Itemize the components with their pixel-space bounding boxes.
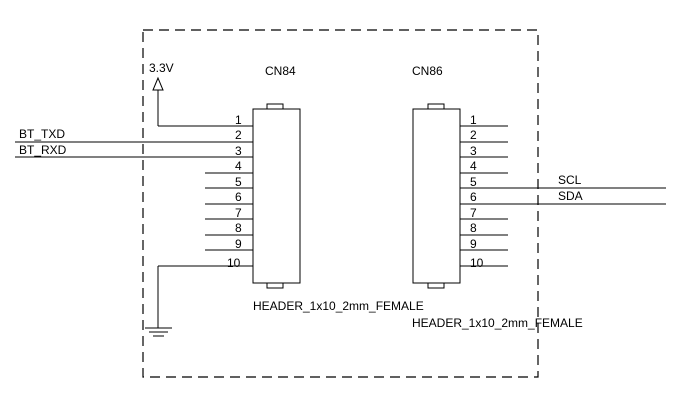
cn86-part-name: HEADER_1x10_2mm_FEMALE	[412, 316, 583, 330]
cn84-pin-5: 5	[235, 175, 242, 189]
cn84-pin-10: 10	[227, 256, 241, 270]
net-sda: SDA	[460, 189, 666, 205]
cn86-pin-9: 9	[470, 237, 477, 251]
cn86-pin-2: 2	[470, 128, 477, 142]
net-scl: SCL	[460, 173, 666, 189]
cn86-pin-6: 6	[470, 190, 477, 204]
connector-cn84: CN84 1 2 3 4 5 6 7 8 9 10 HEADER_1x10_2m…	[205, 64, 424, 313]
power-label: 3.3V	[149, 61, 174, 75]
cn86-body	[412, 108, 461, 284]
net-label-scl: SCL	[558, 173, 582, 187]
cn84-pin-7: 7	[235, 206, 242, 220]
cn86-pin-10: 10	[470, 256, 484, 270]
cn84-pin-3: 3	[235, 144, 242, 158]
cn84-pin-6: 6	[235, 190, 242, 204]
cn84-part-name: HEADER_1x10_2mm_FEMALE	[253, 299, 424, 313]
ground-symbol	[145, 265, 253, 337]
net-label-bt-rxd: BT_RXD	[19, 143, 67, 157]
cn84-pin-9: 9	[235, 237, 242, 251]
cn86-pin-7: 7	[470, 206, 477, 220]
cn86-key-bottom	[427, 282, 445, 289]
cn86-key-top	[427, 103, 445, 110]
net-label-bt-txd: BT_TXD	[19, 127, 65, 141]
cn86-pin-4: 4	[470, 159, 477, 173]
cn86-pin-5: 5	[470, 175, 477, 189]
cn86-pin-8: 8	[470, 221, 477, 235]
cn86-pin-3: 3	[470, 144, 477, 158]
cn84-body	[252, 108, 301, 284]
connector-cn86: CN86 1 2 3 4 5 6 7 8 9 10 HEADER_1x10_2m…	[412, 64, 583, 330]
cn84-pin-8: 8	[235, 221, 242, 235]
cn84-pin-2: 2	[235, 128, 242, 142]
cn84-reference: CN84	[265, 64, 296, 78]
cn84-key-top	[266, 103, 284, 110]
net-bt-rxd: BT_RXD	[15, 143, 253, 158]
cn84-pin-1: 1	[235, 113, 242, 127]
net-bt-txd: BT_TXD	[15, 127, 253, 143]
cn86-reference: CN86	[412, 64, 443, 78]
cn84-pin-4: 4	[235, 159, 242, 173]
cn86-pin-1: 1	[470, 113, 477, 127]
cn84-key-bottom	[266, 282, 284, 289]
net-label-sda: SDA	[558, 189, 583, 203]
